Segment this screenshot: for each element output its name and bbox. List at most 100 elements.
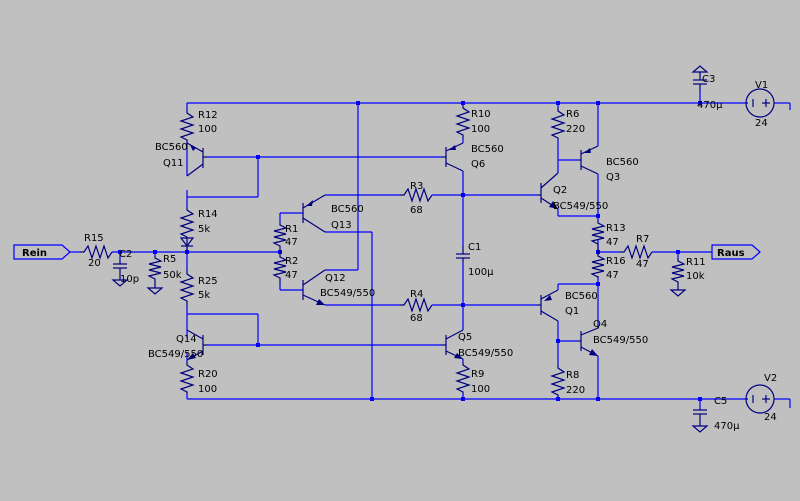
svg-text:C1: C1 xyxy=(468,242,481,253)
svg-text:Q4: Q4 xyxy=(593,319,607,330)
svg-text:100: 100 xyxy=(198,384,217,395)
svg-text:47: 47 xyxy=(636,259,649,270)
port-raus: Raus xyxy=(711,244,761,260)
svg-text:BC549/550: BC549/550 xyxy=(593,335,648,346)
resistor-r20: R20 100 xyxy=(179,362,218,395)
junctions xyxy=(118,101,702,401)
resistor-r4: R4 68 xyxy=(400,289,433,324)
svg-text:R14: R14 xyxy=(198,209,218,220)
resistor-r12: R12 100 xyxy=(179,110,218,143)
svg-text:R10: R10 xyxy=(471,109,491,120)
svg-text:47: 47 xyxy=(606,270,619,281)
svg-text:V2: V2 xyxy=(764,373,777,384)
svg-text:68: 68 xyxy=(410,313,423,324)
transistor-q4: Q4 BC549/550 xyxy=(578,319,648,357)
svg-text:R20: R20 xyxy=(198,369,218,380)
transistor-q12: Q12 BC549/550 xyxy=(302,269,375,306)
transistor-q14: Q14 BC549/550 xyxy=(148,329,208,361)
svg-text:BC549/550: BC549/550 xyxy=(458,348,513,359)
svg-text:220: 220 xyxy=(566,124,585,135)
voltage-source-v2: V2 24 xyxy=(745,373,777,423)
capacitor-c2: C2 10p xyxy=(112,249,139,287)
svg-text:50k: 50k xyxy=(163,270,182,281)
resistor-r7: R7 47 xyxy=(620,234,653,270)
svg-text:Q3: Q3 xyxy=(606,172,620,183)
svg-text:470µ: 470µ xyxy=(714,421,740,432)
resistor-r6: R6 220 xyxy=(550,108,585,140)
port-rein: Rein xyxy=(13,244,71,260)
resistor-r1: R1 47 xyxy=(272,222,298,252)
svg-text:R3: R3 xyxy=(410,181,423,192)
svg-text:Q6: Q6 xyxy=(471,159,485,170)
svg-text:100: 100 xyxy=(471,124,490,135)
svg-text:24: 24 xyxy=(755,118,768,129)
resistor-r3: R3 68 xyxy=(400,181,433,216)
svg-text:68: 68 xyxy=(410,205,423,216)
svg-text:C2: C2 xyxy=(119,249,132,260)
svg-text:BC549/550: BC549/550 xyxy=(553,201,608,212)
svg-text:100: 100 xyxy=(198,124,217,135)
svg-text:5k: 5k xyxy=(198,290,210,301)
svg-text:V1: V1 xyxy=(755,80,768,91)
svg-text:R7: R7 xyxy=(636,234,649,245)
svg-text:100: 100 xyxy=(471,384,490,395)
svg-text:Q2: Q2 xyxy=(553,185,567,196)
resistor-r10: R10 100 xyxy=(455,105,491,138)
svg-text:10k: 10k xyxy=(686,271,705,282)
svg-text:C5: C5 xyxy=(714,396,727,407)
svg-text:Q12: Q12 xyxy=(325,273,346,284)
svg-text:24: 24 xyxy=(764,412,777,423)
svg-text:BC560: BC560 xyxy=(606,157,639,168)
svg-text:BC560: BC560 xyxy=(155,142,188,153)
svg-text:47: 47 xyxy=(606,237,619,248)
svg-text:R5: R5 xyxy=(163,254,176,265)
diode xyxy=(179,237,195,252)
svg-text:BC549/550: BC549/550 xyxy=(148,349,203,360)
capacitor-c3: C3 470µ xyxy=(691,65,723,111)
svg-text:R6: R6 xyxy=(566,109,579,120)
svg-text:220: 220 xyxy=(566,385,585,396)
svg-text:R1: R1 xyxy=(285,224,298,235)
svg-text:BC549/550: BC549/550 xyxy=(320,288,375,299)
svg-text:470µ: 470µ xyxy=(697,100,723,111)
transistor-q5: Q5 BC549/550 xyxy=(441,329,513,360)
svg-text:Q13: Q13 xyxy=(331,220,352,231)
svg-text:C3: C3 xyxy=(702,74,715,85)
svg-text:BC560: BC560 xyxy=(471,144,504,155)
resistor-r9: R9 100 xyxy=(455,362,490,395)
resistor-r5: R5 50k xyxy=(147,254,182,295)
svg-text:R25: R25 xyxy=(198,276,218,287)
capacitor-c1: C1 100µ xyxy=(456,242,494,278)
capacitor-c5: C5 470µ xyxy=(692,396,740,433)
svg-text:20: 20 xyxy=(88,258,101,269)
resistor-r13: R13 47 xyxy=(590,220,626,252)
transistor-q13: BC560 Q13 xyxy=(302,194,364,233)
svg-text:100µ: 100µ xyxy=(468,267,494,278)
svg-text:Raus: Raus xyxy=(717,248,745,259)
svg-text:R11: R11 xyxy=(686,257,706,268)
resistor-r16: R16 47 xyxy=(590,252,626,281)
resistor-r11: R11 10k xyxy=(670,257,706,297)
svg-text:Q5: Q5 xyxy=(458,332,472,343)
svg-text:10p: 10p xyxy=(120,274,139,285)
resistor-r2: R2 47 xyxy=(272,252,298,284)
svg-text:47: 47 xyxy=(285,237,298,248)
svg-text:5k: 5k xyxy=(198,224,210,235)
resistor-r8: R8 220 xyxy=(550,365,585,397)
svg-text:R13: R13 xyxy=(606,223,626,234)
transistor-q3: BC560 Q3 xyxy=(578,145,639,183)
svg-text:R12: R12 xyxy=(198,110,218,121)
svg-text:47: 47 xyxy=(285,270,298,281)
svg-text:Q11: Q11 xyxy=(163,158,184,169)
svg-text:R9: R9 xyxy=(471,369,484,380)
svg-text:R8: R8 xyxy=(566,370,579,381)
svg-text:R15: R15 xyxy=(84,233,104,244)
svg-text:BC560: BC560 xyxy=(565,291,598,302)
resistor-r14: R14 5k xyxy=(179,207,218,238)
resistor-r25: R25 5k xyxy=(179,270,218,306)
wires xyxy=(70,90,791,410)
resistor-r15: R15 20 xyxy=(80,233,113,269)
svg-text:R2: R2 xyxy=(285,256,298,267)
transistor-q6: BC560 Q6 xyxy=(441,142,504,172)
